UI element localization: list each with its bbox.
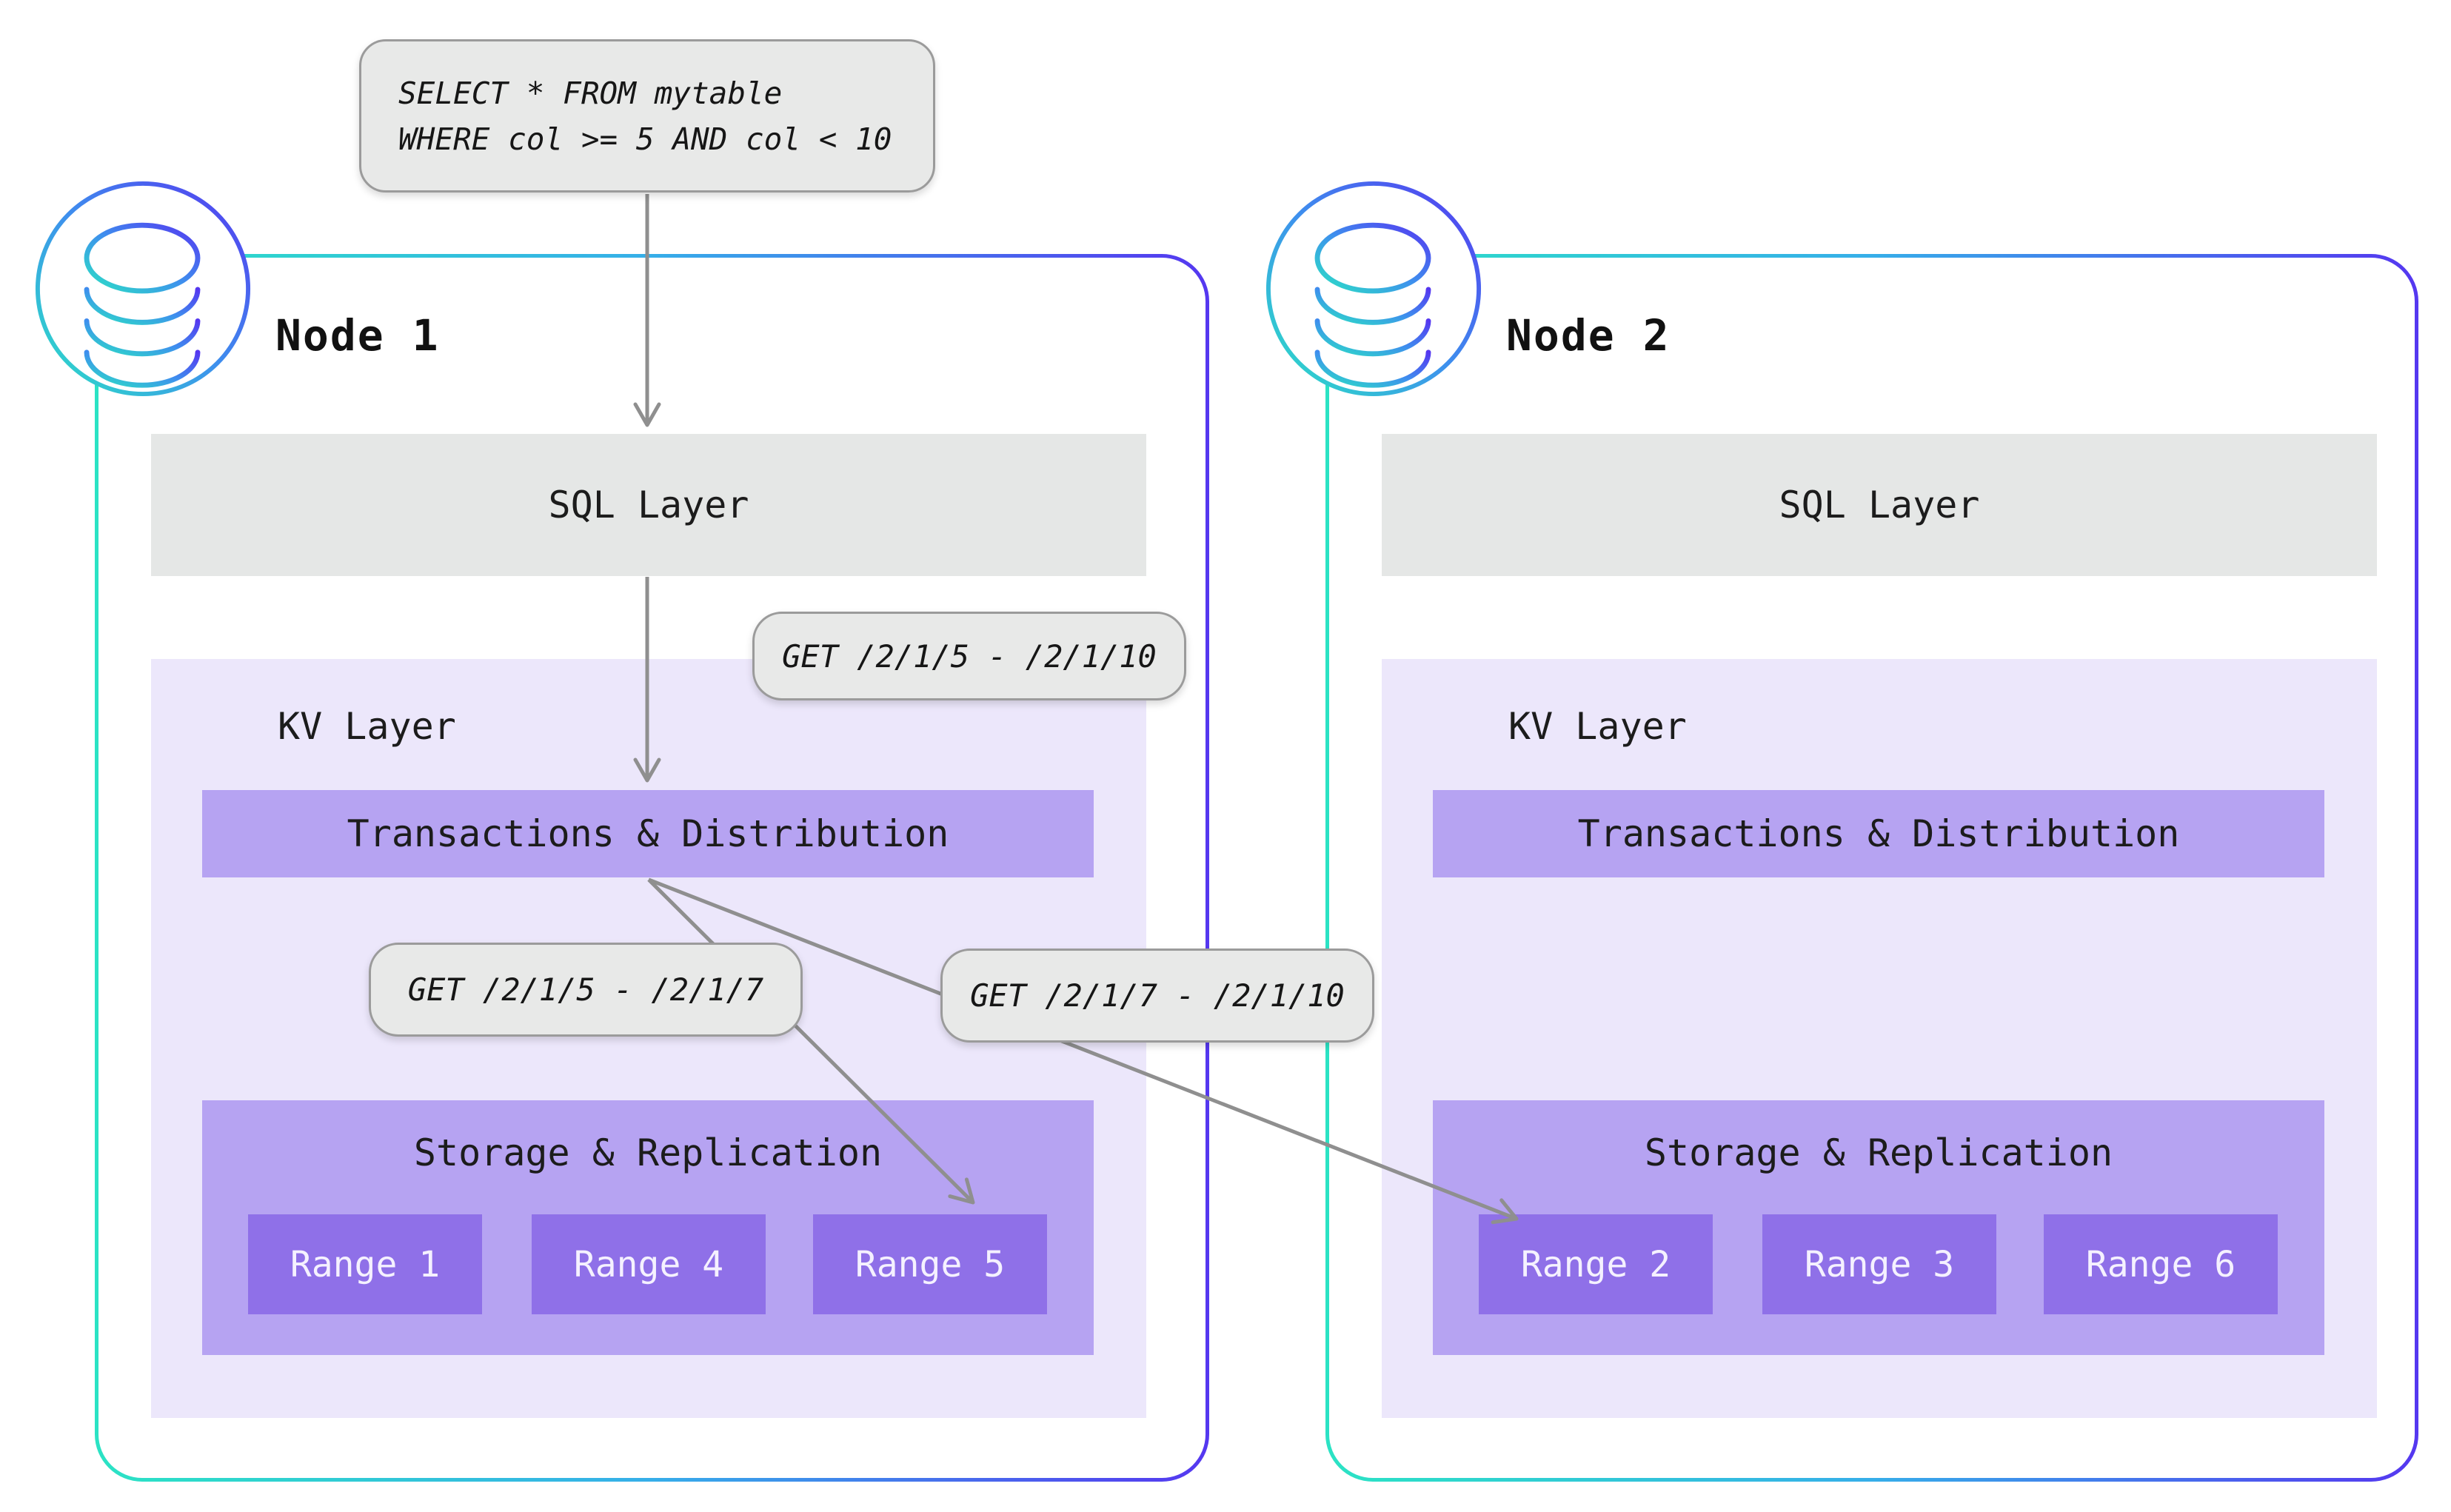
node-1-transactions-bar: Transactions & Distribution [202,790,1094,877]
get-callout-left-split: GET /2/1/5 - /2/1/7 [369,943,803,1037]
sql-query-callout: SELECT * FROM mytable WHERE col >= 5 AND… [359,39,935,193]
database-icon [35,181,251,397]
node-1-card: Node 1 SQL Layer KV Layer Transactions &… [95,254,1209,1482]
kv-layer-label: KV Layer [1508,705,1687,748]
node-1-storage-panel: Storage & Replication Range 1 Range 4 Ra… [202,1100,1094,1355]
sql-layer-label: SQL Layer [1779,484,1980,526]
node-2-transactions-bar: Transactions & Distribution [1433,790,2324,877]
node-2-kv-layer-panel: KV Layer Transactions & Distribution Sto… [1382,659,2377,1418]
transactions-label: Transactions & Distribution [347,812,949,855]
storage-label: Storage & Replication [1644,1131,2113,1174]
storage-label: Storage & Replication [413,1131,883,1174]
range-box: Range 2 [1479,1214,1713,1314]
range-box: Range 1 [248,1214,482,1314]
sql-query-line-1: SELECT * FROM mytable [398,75,783,111]
range-box: Range 6 [2044,1214,2278,1314]
get-callout-right-split: GET /2/1/7 - /2/1/10 [940,949,1374,1043]
node-2-card: Node 2 SQL Layer KV Layer Transactions &… [1325,254,2418,1482]
range-box: Range 4 [532,1214,766,1314]
node-2-title: Node 2 [1506,310,1671,361]
node-2-storage-panel: Storage & Replication Range 2 Range 3 Ra… [1433,1100,2324,1355]
node-1-title: Node 1 [275,310,440,361]
node-2-sql-layer-bar: SQL Layer [1382,434,2377,576]
node-1-sql-layer-bar: SQL Layer [151,434,1146,576]
sql-layer-label: SQL Layer [548,484,749,526]
range-box: Range 5 [813,1214,1047,1314]
transactions-label: Transactions & Distribution [1577,812,2180,855]
sql-query-line-2: WHERE col >= 5 AND col < 10 [398,121,892,157]
kv-layer-label: KV Layer [278,705,456,748]
database-icon [1265,181,1482,397]
get-callout-full-range: GET /2/1/5 - /2/1/10 [752,612,1186,700]
range-box: Range 3 [1762,1214,1996,1314]
